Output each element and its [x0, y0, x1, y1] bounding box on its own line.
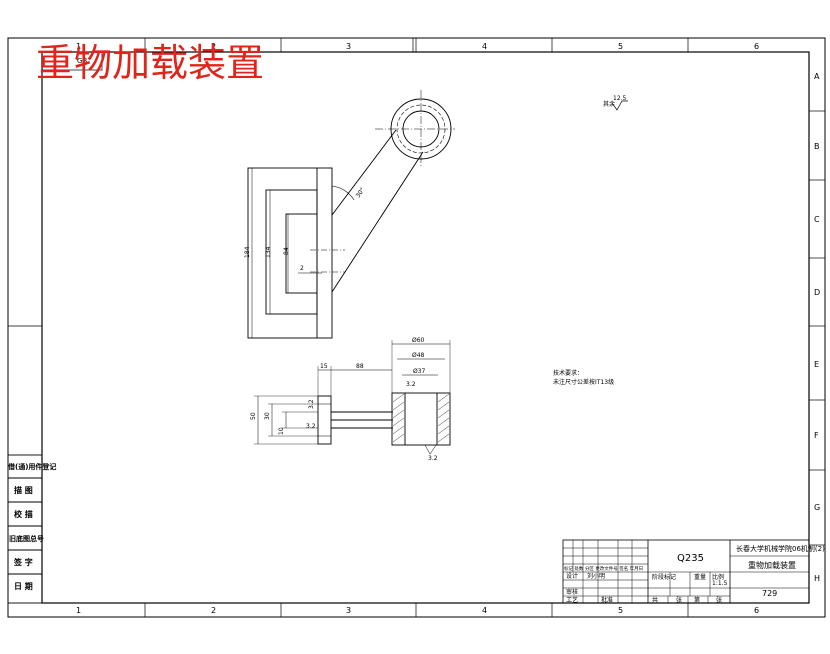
tb-sheet-2: 张: [676, 596, 682, 604]
zone-right-c: C: [814, 215, 820, 224]
roughness-mark: 其余 12.5: [603, 95, 628, 111]
roughness-prefix: 其余: [603, 100, 615, 108]
zone-bottom-4: 4: [482, 606, 487, 615]
dim-15: 15: [320, 363, 328, 370]
rough-front: 3.2: [406, 381, 416, 388]
dim-50: 50: [250, 412, 257, 420]
side-row-5: 签 字: [13, 557, 33, 567]
tb-stage-label: 阶段标记: [652, 573, 676, 581]
zone-top-1: 1: [76, 42, 81, 51]
dim-dia48: Ø48: [412, 352, 425, 359]
dim-84: 84: [283, 247, 290, 255]
corner-label: GB: [77, 57, 87, 65]
dim-dia37: Ø37: [413, 368, 426, 375]
zone-columns: [8, 38, 825, 617]
top-view: [247, 129, 424, 339]
rough-bottom: 3.2: [428, 455, 438, 462]
zone-bottom-3: 3: [346, 606, 351, 615]
side-row-4: 旧底图总号: [9, 534, 44, 543]
tb-scale: 1:1.5: [712, 580, 728, 587]
side-row-6: 日 期: [14, 581, 33, 591]
tb-school: 长春大学机械学院06机制(2): [736, 544, 825, 553]
zone-right-f: F: [814, 431, 819, 440]
corner-box: [41, 51, 103, 71]
zone-bottom-5: 5: [618, 606, 623, 615]
title-block: [562, 539, 810, 604]
tb-part-name: 重物加载装置: [748, 560, 796, 570]
zone-top-5: 5: [618, 42, 623, 51]
tb-drawing-no: 729: [762, 589, 777, 598]
sheet-border: [7, 37, 826, 618]
tb-scale-label: 比例: [712, 573, 724, 581]
tb-row-label-3: 工艺: [566, 596, 578, 604]
zone-right-b: B: [814, 142, 820, 151]
rough-left-2: 3.2: [306, 423, 316, 430]
tb-sheet-4: 张: [716, 596, 722, 604]
zone-right-e: E: [814, 360, 819, 369]
rough-left-1: 3.2: [308, 399, 315, 409]
dim-134: 134: [265, 246, 272, 258]
tb-approve: 批准: [601, 596, 613, 604]
zone-top-3: 3: [346, 42, 351, 51]
tb-sheet-3: 第: [694, 596, 700, 604]
zone-top-6: 6: [754, 42, 759, 51]
side-row-1: 借(通)用件登记: [7, 462, 56, 471]
dim-30: 30: [264, 412, 271, 420]
zone-right-d: D: [814, 288, 820, 297]
dim-angle: 30°: [355, 187, 367, 200]
side-row-2: 描 图: [14, 485, 33, 495]
drawing-title: 重物加载装置: [36, 41, 264, 85]
dim-offset: 2: [300, 265, 304, 272]
zone-top-2: 2: [211, 42, 216, 51]
tb-row-label-1: 设计: [566, 572, 578, 580]
tb-weight-label: 重量: [694, 573, 706, 581]
tb-sheet-1: 共: [652, 596, 658, 604]
roughness-value: 12.5: [613, 95, 627, 102]
tb-row-label-0: 标记 处数 分区 更改文件号 签名 年月日: [564, 565, 643, 572]
notes-line1: 未注尺寸公差按IT13级: [553, 378, 614, 386]
side-table: [7, 454, 43, 604]
dim-88: 88: [356, 363, 364, 370]
ring-view: [375, 90, 455, 166]
zone-bottom-1: 1: [76, 606, 81, 615]
zone-bottom-6: 6: [754, 606, 759, 615]
side-row-3: 校 描: [14, 509, 33, 519]
front-view: [254, 340, 451, 455]
tb-designer: 刘小明: [587, 572, 605, 580]
dim-dia60: Ø60: [412, 337, 425, 344]
zone-right-a: A: [814, 72, 820, 81]
dim-10: 10: [278, 427, 285, 435]
tb-row-label-2: 审核: [566, 588, 578, 596]
zone-right-h: H: [814, 574, 820, 583]
zone-bottom-2: 2: [211, 606, 216, 615]
tb-material: Q235: [677, 553, 704, 564]
notes-heading: 技术要求：: [553, 369, 583, 377]
dim-184: 184: [244, 246, 251, 258]
zone-top-4: 4: [482, 42, 487, 51]
zone-right-g: G: [814, 503, 820, 512]
inner-frame: [41, 51, 810, 604]
roughness-symbol: [611, 100, 628, 111]
